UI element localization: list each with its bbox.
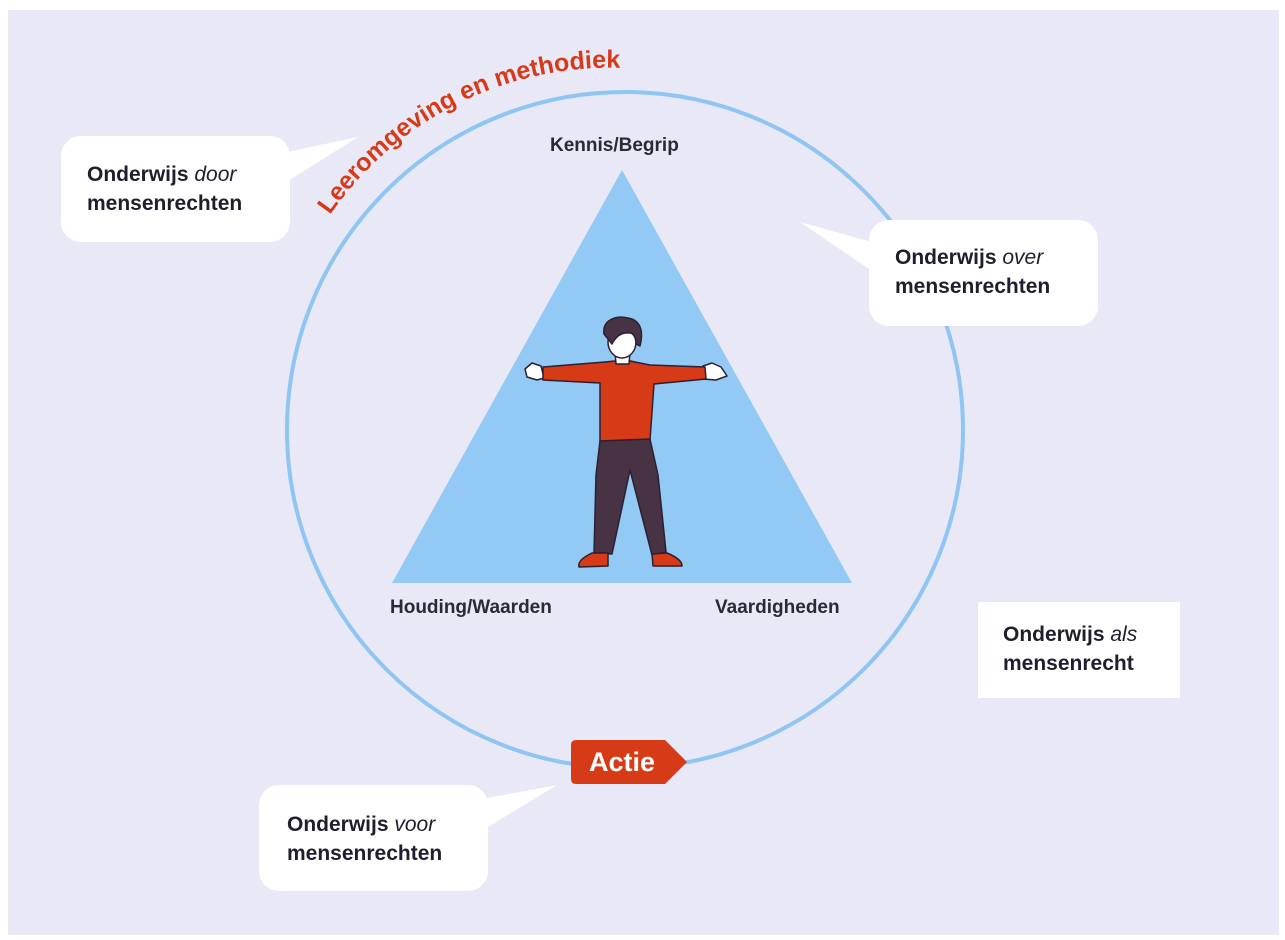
right-shoe: [651, 552, 683, 567]
box-als-prefix: Onderwijs: [1003, 623, 1111, 646]
box-als-line2: mensenrecht: [1003, 652, 1134, 675]
label-knowledge: Kennis/Begrip: [550, 135, 679, 156]
action-tag: [571, 740, 687, 784]
bubble-voor: [259, 785, 557, 891]
bubble-over-prefix: Onderwijs: [895, 246, 1003, 269]
action-label: Actie: [588, 747, 656, 777]
box-als: [978, 602, 1180, 698]
hair: [603, 316, 643, 347]
pants: [593, 438, 667, 556]
label-attitude: Houding/Waarden: [390, 597, 552, 618]
bubble-over: [800, 220, 1098, 326]
bubble-over-text: Onderwijs over mensenrechten: [895, 243, 1050, 301]
person-figure: [524, 316, 728, 568]
bubble-voor-line2: mensenrechten: [287, 842, 443, 865]
bubble-door: [61, 136, 358, 242]
bubble-door-line2: mensenrechten: [87, 192, 243, 215]
bubble-voor-emphasis: voor: [394, 813, 436, 836]
bubble-door-text: Onderwijs door mensenrechten: [87, 160, 242, 218]
label-skills: Vaardigheden: [715, 597, 840, 618]
box-als-emphasis: als: [1110, 623, 1138, 646]
bubble-door-prefix: Onderwijs: [87, 163, 195, 186]
bubble-over-emphasis: over: [1002, 246, 1044, 269]
left-shoe: [578, 552, 609, 568]
bubble-voor-prefix: Onderwijs: [287, 813, 395, 836]
bubble-over-line2: mensenrechten: [895, 275, 1051, 298]
bubble-voor-text: Onderwijs voor mensenrechten: [287, 810, 442, 868]
bubble-door-emphasis: door: [194, 163, 237, 186]
box-als-text: Onderwijs als mensenrecht: [1003, 620, 1137, 678]
